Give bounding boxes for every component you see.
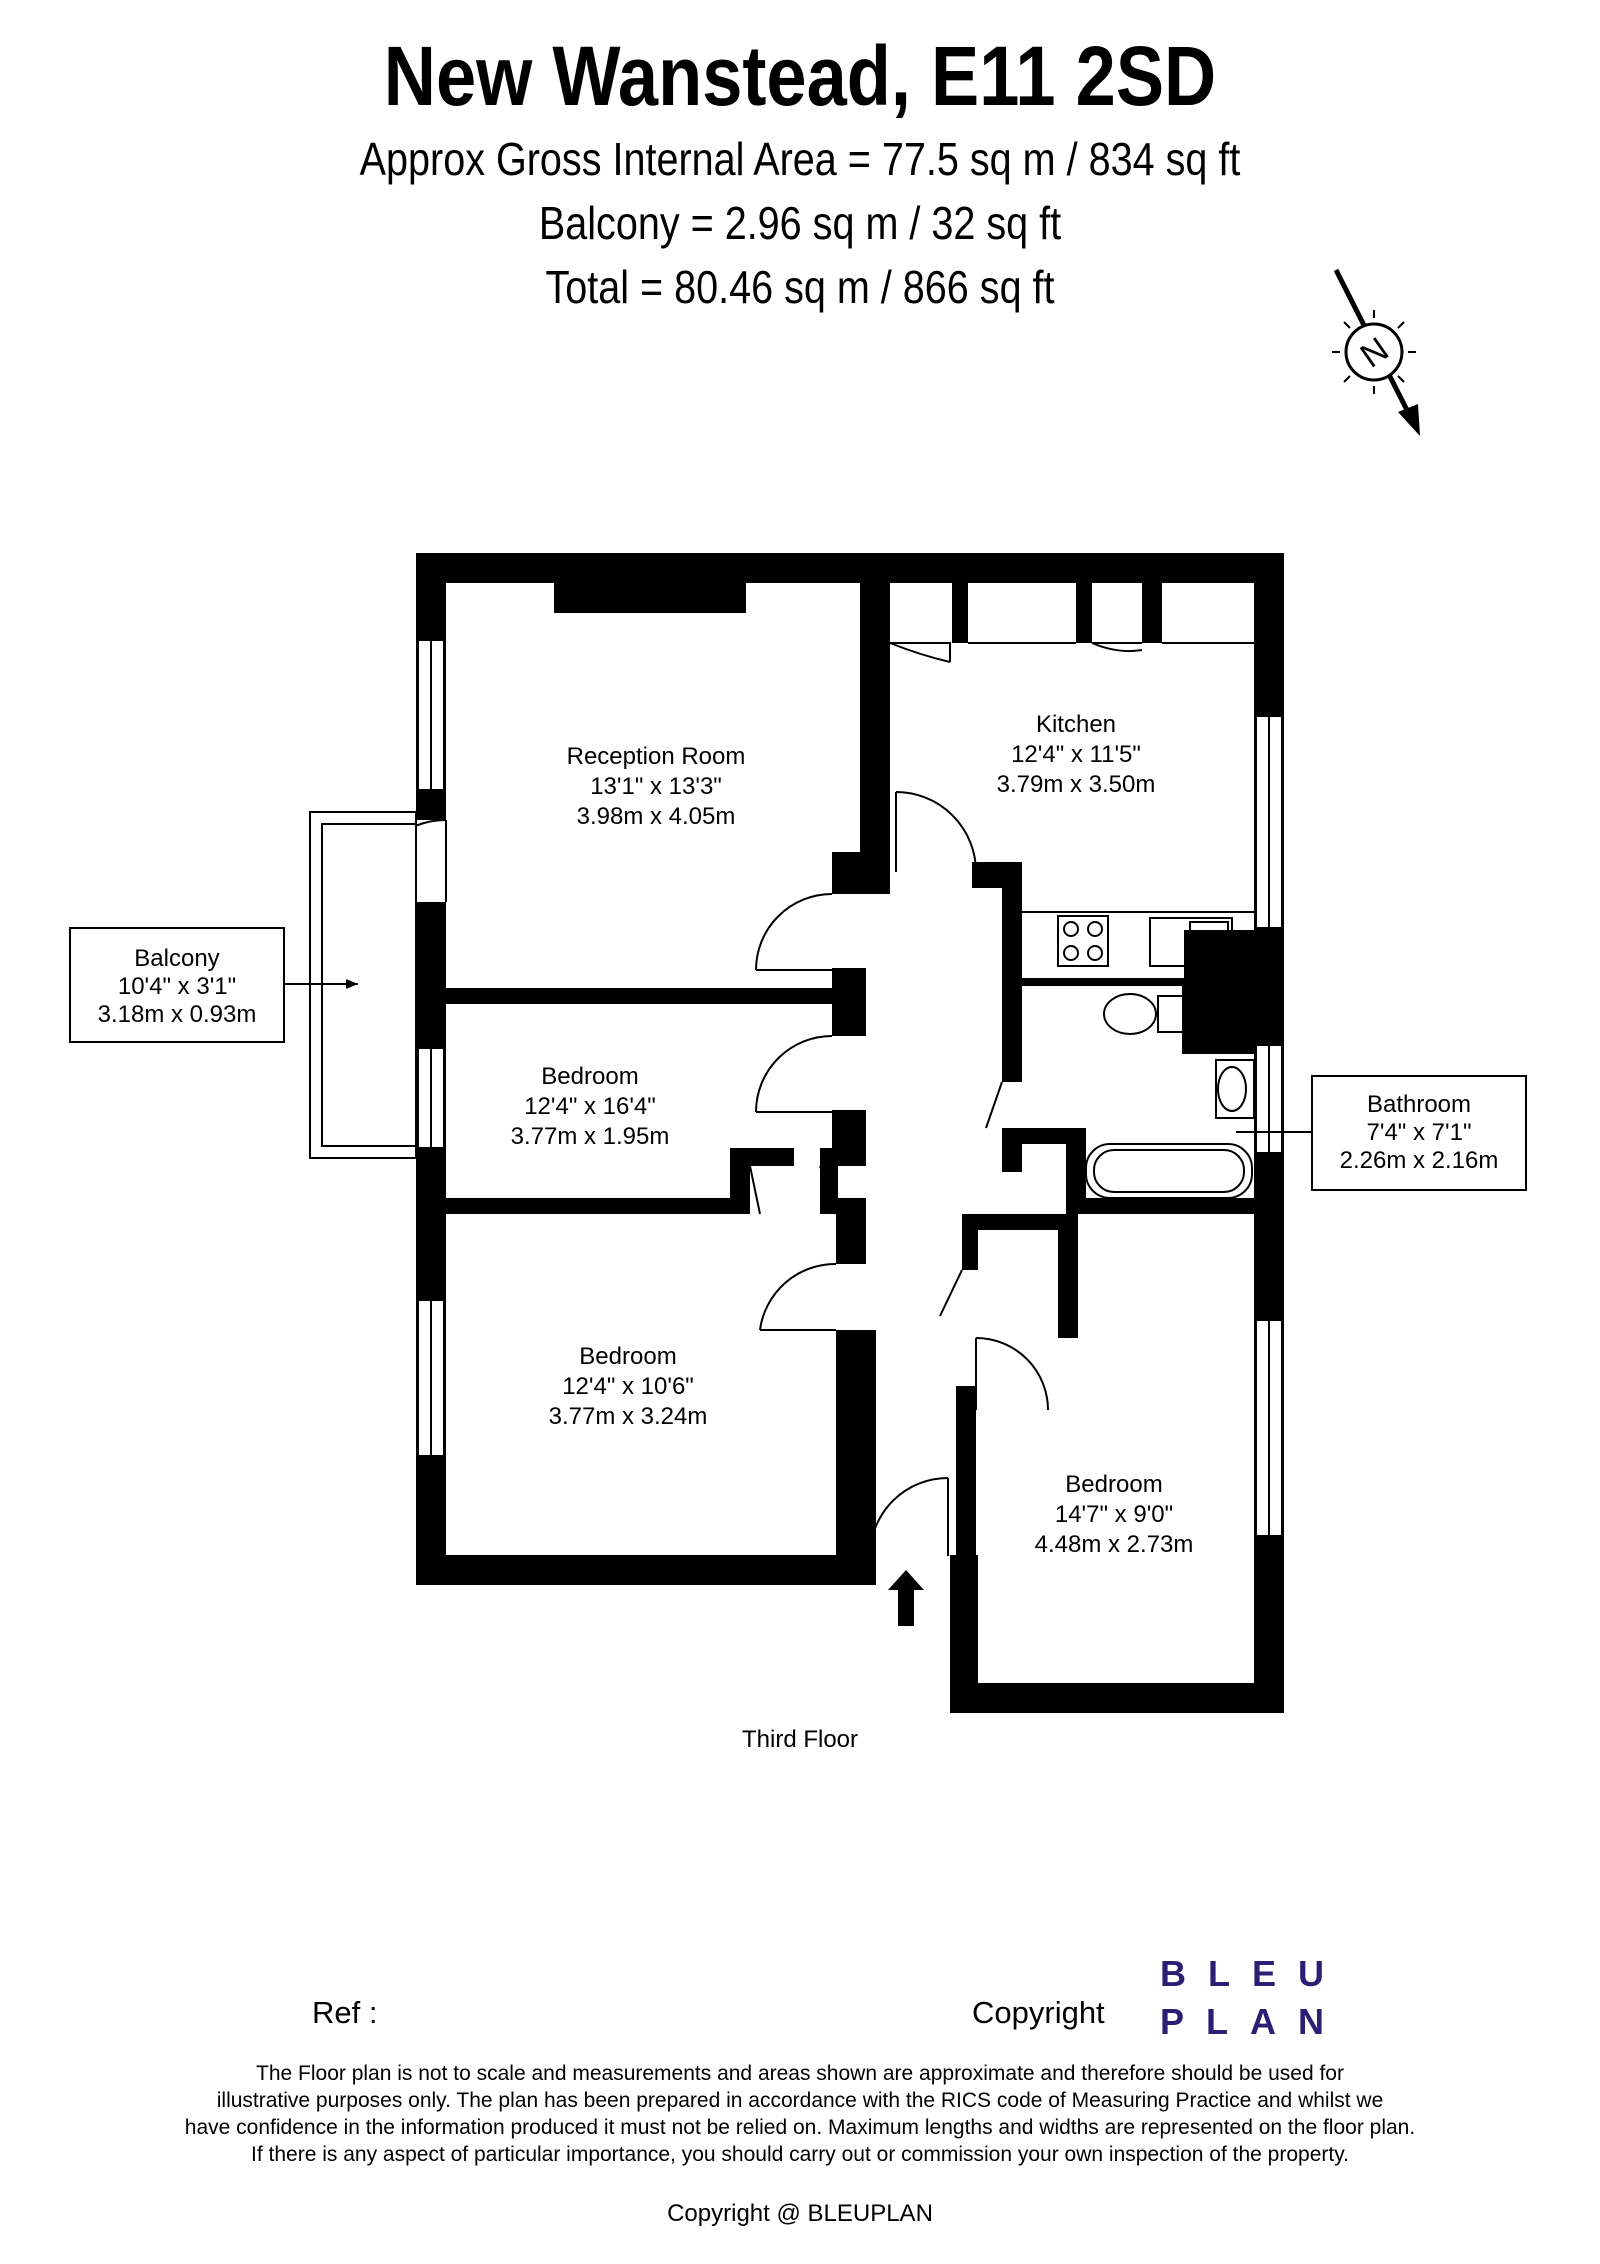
bleuplan-logo: BLEU PLAN [1160, 1950, 1346, 2046]
bedroom-small-metric: 3.77m x 1.95m [511, 1123, 670, 1150]
bedroom-right-metric: 4.48m x 2.73m [1035, 1531, 1194, 1558]
bedroom-left-metric: 3.77m x 3.24m [549, 1403, 708, 1430]
bedroom-small-imperial: 12'4" x 16'4" [524, 1093, 656, 1120]
interior-walls [446, 583, 1254, 1590]
balcony-metric: 3.18m x 0.93m [98, 1001, 257, 1028]
balcony-name: Balcony [134, 945, 219, 972]
bedroom-left-name: Bedroom [579, 1343, 676, 1370]
disclaimer-line: The Floor plan is not to scale and measu… [256, 2062, 1344, 2085]
disclaimer-line: illustrative purposes only. The plan has… [216, 2089, 1384, 2112]
disclaimer-line: If there is any aspect of particular imp… [251, 2143, 1349, 2166]
bedroom-right-imperial: 14'7" x 9'0" [1055, 1501, 1173, 1528]
bedroom-right-name: Bedroom [1065, 1471, 1162, 1498]
kitchen-name: Kitchen [1036, 711, 1116, 738]
kitchen-cupboard-doors [889, 642, 1254, 663]
floor-label: Third Floor [741, 1726, 859, 1753]
right-windows [1255, 715, 1283, 1537]
top-fixtures [554, 583, 1162, 643]
left-windows [417, 639, 445, 1457]
balcony-callout: Balcony 10'4" x 3'1" 3.18m x 0.93m [69, 927, 358, 1043]
ref-label: Ref : [312, 1995, 378, 2030]
copyright-label: Copyright [972, 1995, 1105, 2030]
compass-icon: N [1332, 268, 1420, 436]
balcony-imperial: 10'4" x 3'1" [118, 973, 236, 1000]
reception-room-name: Reception Room [567, 743, 746, 770]
total-area-line: Total = 80.46 sq m / 866 sq ft [545, 261, 1055, 313]
kitchen-imperial: 12'4" x 11'5" [1011, 741, 1141, 768]
entrance-arrow-icon [888, 1570, 924, 1626]
bedroom-small-name: Bedroom [541, 1063, 638, 1090]
bathroom-imperial: 7'4" x 7'1" [1367, 1119, 1472, 1146]
kitchen-counter [1022, 911, 1254, 967]
copyright-line: Copyright @ BLEUPLAN [667, 2200, 933, 2227]
kitchen-metric: 3.79m x 3.50m [997, 771, 1156, 798]
bathroom-name: Bathroom [1367, 1091, 1471, 1118]
logo-line-2: PLAN [1160, 2001, 1346, 2042]
reception-room-metric: 3.98m x 4.05m [577, 803, 736, 830]
disclaimer-line: have confidence in the information produ… [184, 2116, 1416, 2139]
gross-area-line: Approx Gross Internal Area = 77.5 sq m /… [359, 133, 1241, 185]
bathroom-callout: Bathroom 7'4" x 7'1" 2.26m x 2.16m [1236, 1075, 1527, 1191]
plan-title: New Wanstead, E11 2SD [383, 29, 1217, 123]
balcony-area-line: Balcony = 2.96 sq m / 32 sq ft [538, 197, 1062, 249]
bathroom-metric: 2.26m x 2.16m [1340, 1147, 1499, 1174]
logo-line-1: BLEU [1160, 1953, 1346, 1994]
reception-room-imperial: 13'1" x 13'3" [590, 773, 722, 800]
bedroom-left-imperial: 12'4" x 10'6" [562, 1373, 694, 1400]
disclaimer: The Floor plan is not to scale and measu… [100, 2060, 1500, 2168]
door-swings [749, 791, 1049, 1557]
bathroom-fixtures [1085, 993, 1255, 1199]
